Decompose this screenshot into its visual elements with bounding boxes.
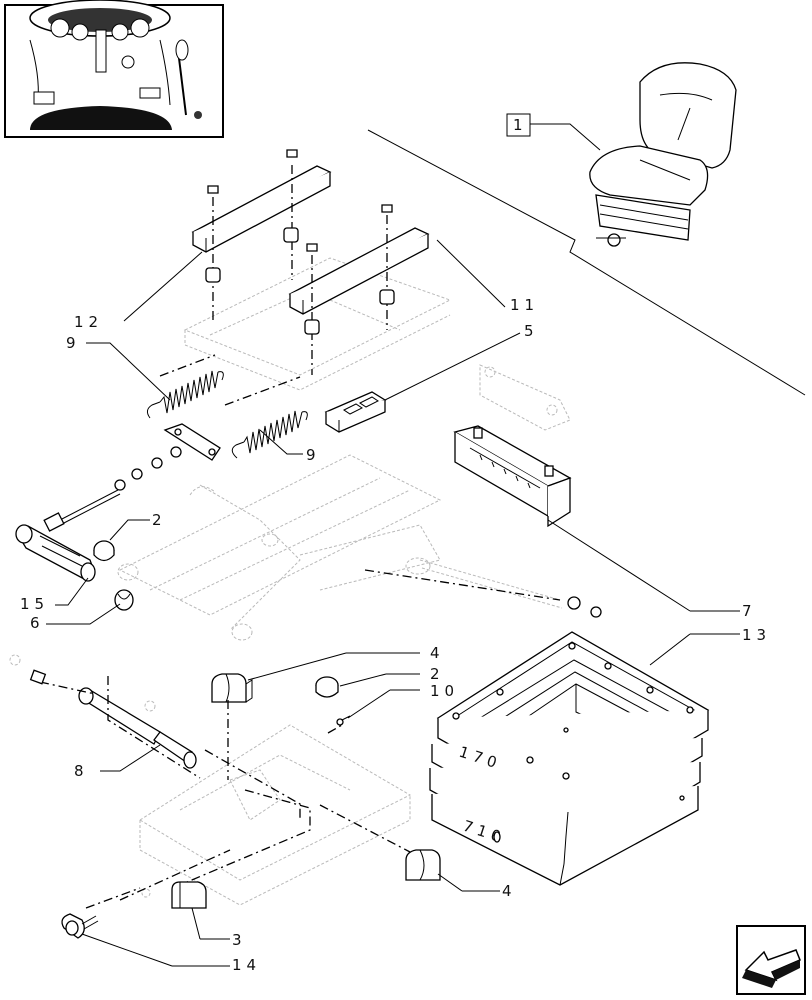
callout-10: 10 [430, 682, 459, 700]
stop-block[interactable] [171, 881, 207, 909]
gas-shock-absorber[interactable] [29, 669, 197, 769]
callout-7: 7 [742, 602, 757, 620]
rubber-bumper-lower[interactable] [405, 849, 441, 881]
complete-seat-illustration [589, 62, 737, 247]
set-screw[interactable] [336, 715, 351, 726]
callout-4-lower: 4 [502, 882, 517, 900]
callout-15: 15 [20, 595, 49, 613]
tractor-cab-thumbnail[interactable] [4, 0, 224, 138]
rubber-bumper-upper[interactable] [211, 673, 253, 703]
pivot-bolt-long [43, 489, 121, 532]
callout-2-lower: 2 [430, 665, 445, 683]
adjuster-grip-handle[interactable] [15, 524, 96, 582]
assembly-lines-lower [85, 676, 411, 909]
bellows-boot[interactable]: 170 710 [429, 631, 710, 886]
callout-8: 8 [74, 762, 89, 780]
bushing-lower[interactable] [315, 676, 339, 698]
hidden-assembly-outlines [9, 257, 571, 906]
height-adjust-bracket[interactable] [453, 425, 572, 528]
end-cap[interactable] [114, 589, 134, 611]
next-page-arrow-icon[interactable] [736, 925, 806, 995]
callout-leaders [46, 123, 740, 967]
clamp-block[interactable] [324, 391, 387, 433]
callout-1-box [506, 113, 531, 137]
callout-6: 6 [30, 614, 45, 632]
tension-spring-upper[interactable] [146, 370, 224, 419]
callout-9-lower: 9 [306, 446, 321, 464]
callout-13: 13 [742, 626, 771, 644]
callout-14: 14 [232, 956, 261, 974]
washers [114, 354, 301, 491]
callout-12: 12 [74, 313, 103, 331]
slide-rail-right[interactable] [288, 227, 430, 315]
tension-spring-lower[interactable] [231, 410, 308, 459]
callout-labels: 1 12 11 5 9 9 2 15 6 7 13 4 2 10 8 4 3 1… [20, 113, 771, 974]
rod-axis [364, 569, 561, 601]
callout-4-upper: 4 [430, 644, 445, 662]
bushing-upper[interactable] [93, 540, 115, 562]
reference-line-seat [367, 129, 806, 396]
callout-9-upper: 9 [66, 334, 81, 352]
callout-11: 11 [510, 296, 539, 314]
callout-3: 3 [232, 931, 247, 949]
callout-1: 1 [513, 116, 528, 134]
rod-end-nut [567, 596, 602, 618]
slide-rail-left[interactable] [191, 165, 332, 253]
spring-link-plate [163, 423, 221, 461]
callout-5: 5 [524, 322, 539, 340]
rail-bolts [205, 149, 395, 375]
callout-2-upper: 2 [152, 511, 167, 529]
lock-knob[interactable] [61, 913, 99, 939]
